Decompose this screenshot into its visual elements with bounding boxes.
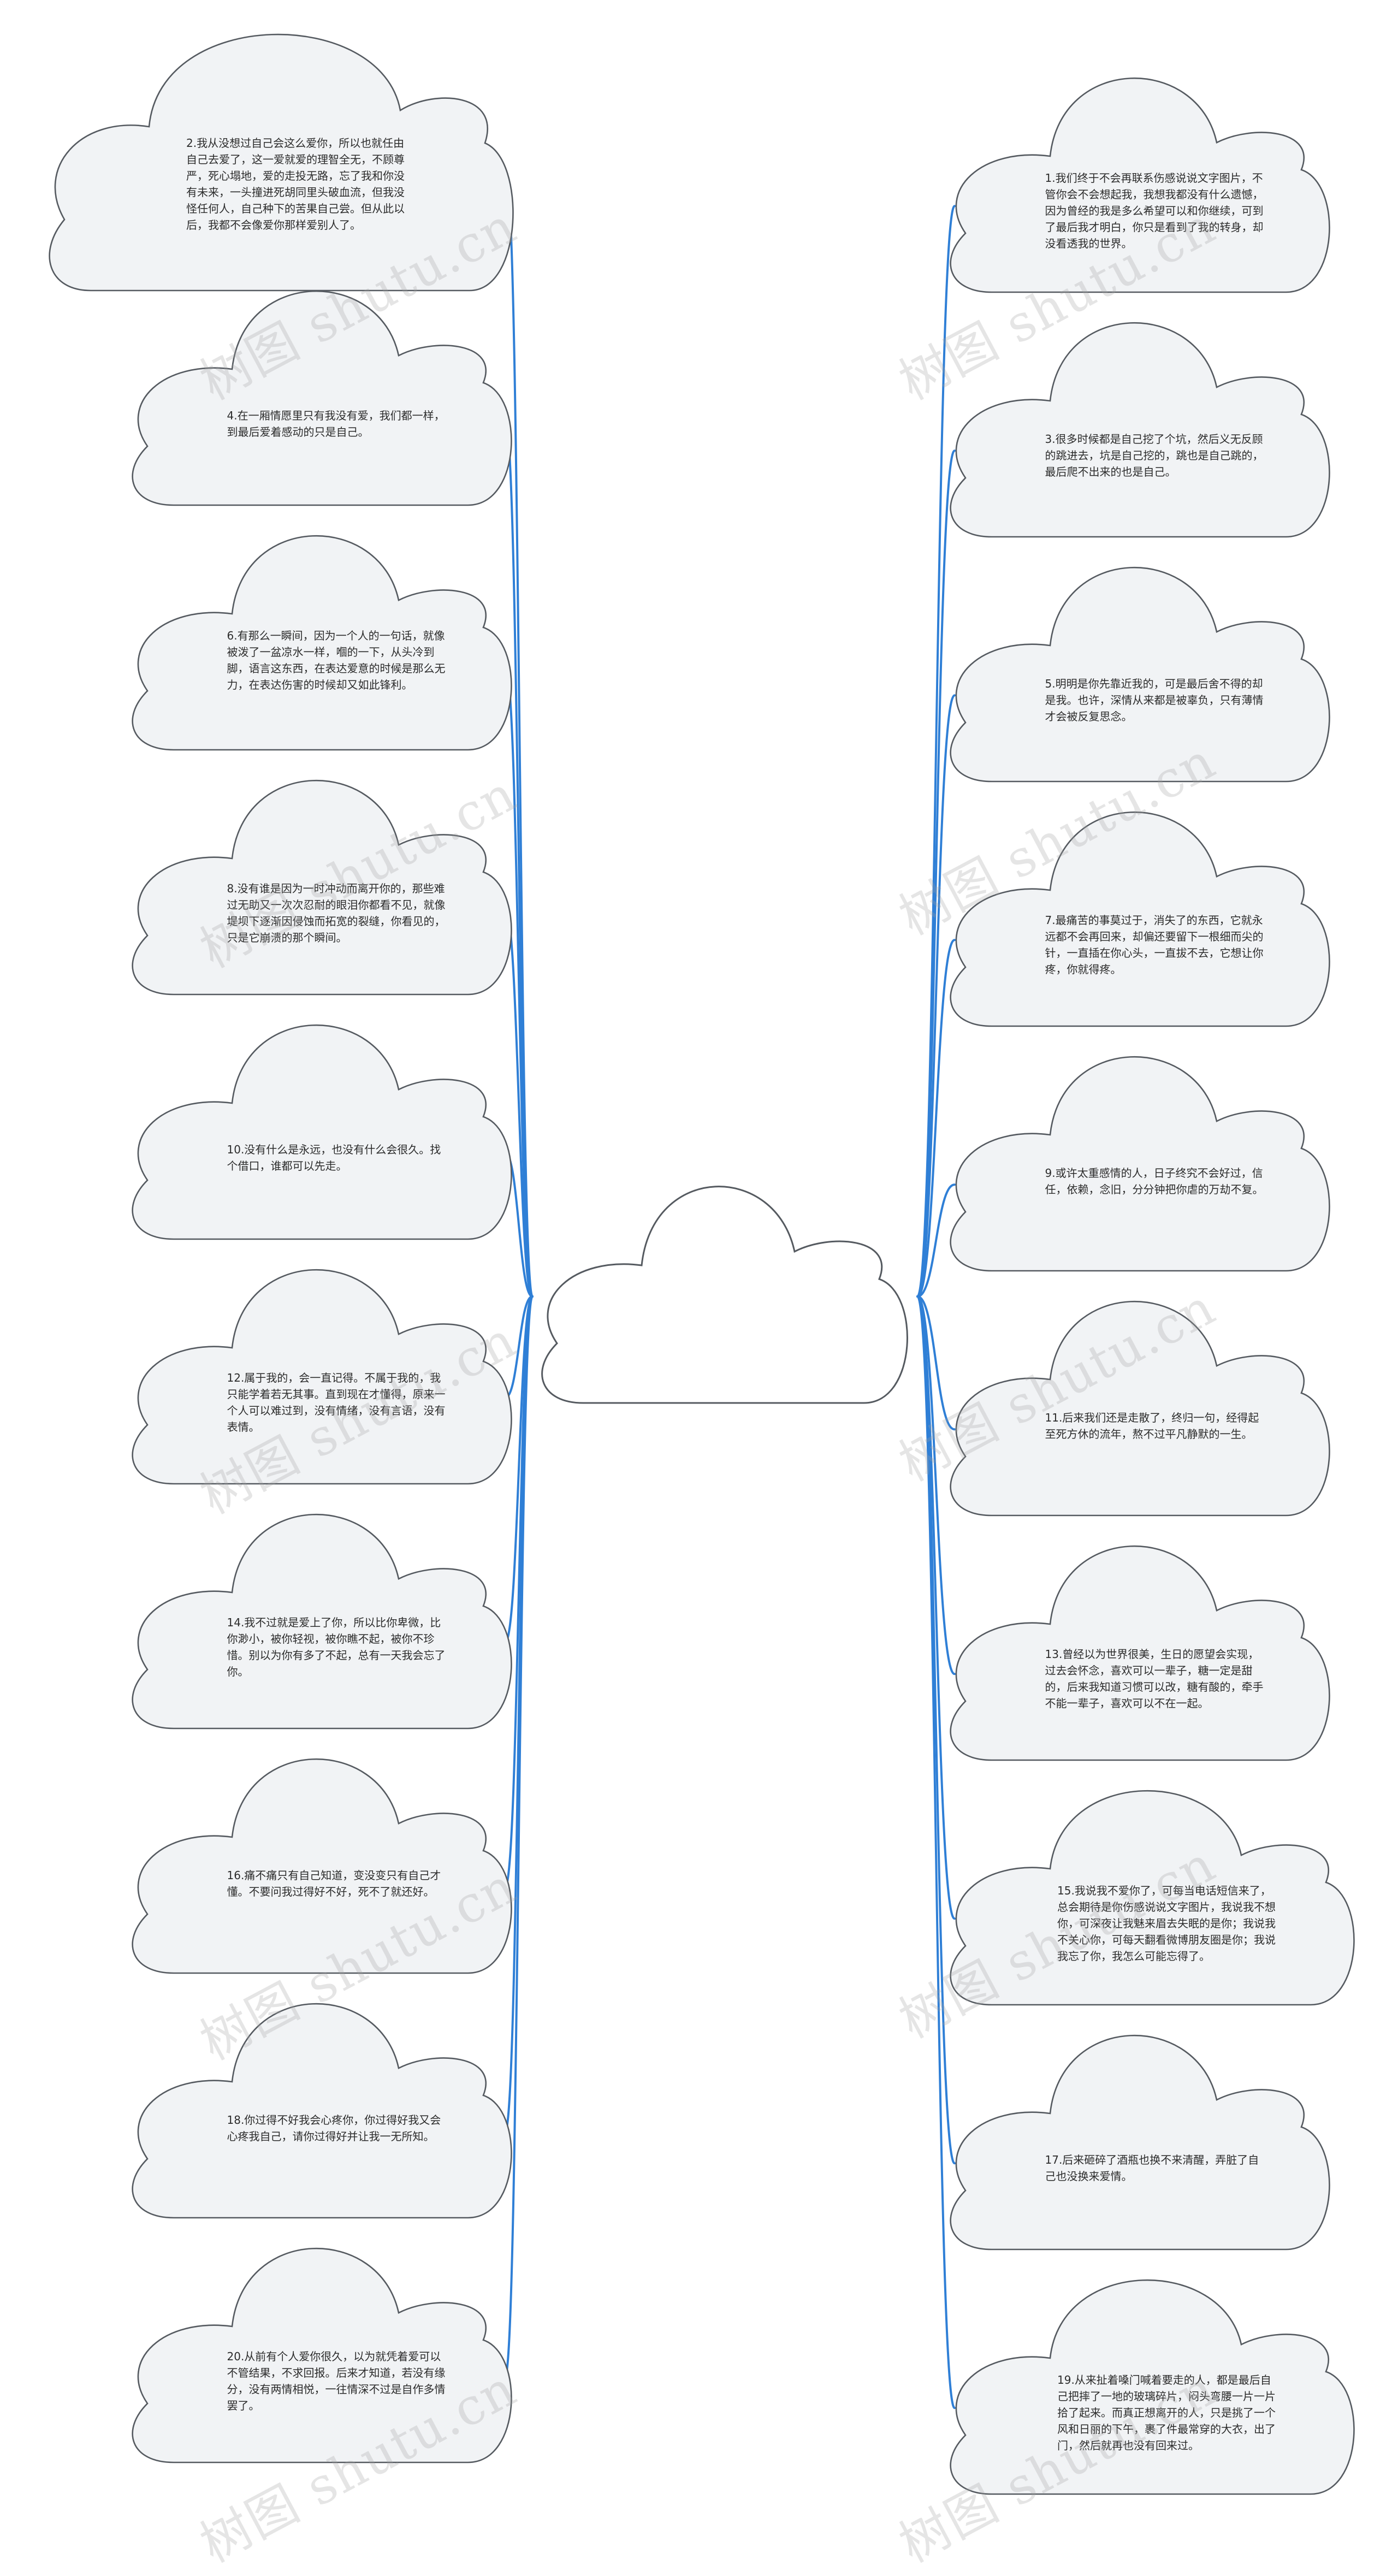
- topic-text-17: 17.后来砸碎了酒瓶也换不来清醒，弄脏了自己也没换来爱情。: [1045, 2153, 1259, 2183]
- central-topic-cloud[interactable]: [541, 1186, 908, 1404]
- topic-cloud-5[interactable]: [950, 566, 1330, 783]
- topic-cloud-13[interactable]: [950, 1545, 1330, 1761]
- topic-text-2: 2.我从没想过自己会这么爱你，所以也就任由自己去爱了，这一爱就爱的理智全无，不顾…: [186, 137, 405, 232]
- topic-text-6: 6.有那么一瞬间，因为一个人的一句话，就像被泼了一盆凉水一样，嗰的一下，从头冷到…: [227, 629, 446, 691]
- topic-text-14: 14.我不过就是爱上了你，所以比你卑微，比你渺小，被你轻视，被你瞧不起，被你不珍…: [227, 1615, 446, 1678]
- connector-11: [916, 1295, 956, 1431]
- topic-cloud-20[interactable]: [132, 2247, 512, 2464]
- topic-cloud-17[interactable]: [950, 2034, 1330, 2251]
- topic-text-12: 12.属于我的，会一直记得。不属于我的，我只能学着若无其事。直到现在才懂得，原来…: [227, 1371, 446, 1434]
- topic-cloud-4[interactable]: [132, 290, 512, 506]
- topic-text-4: 4.在一厢情愿里只有我没有爱，我们都一样，到最后爱着感动的只是自己。: [227, 408, 445, 439]
- topic-cloud-3[interactable]: [950, 322, 1330, 538]
- connector-12: [504, 1295, 534, 1399]
- topic-text-1: 1.我们终于不会再联系伤感说说文字图片，不管你会不会想起我，我想我都没有什么遗憾…: [1045, 171, 1264, 250]
- topic-text-11: 11.后来我们还是走散了，终归一句，经得起至死方休的流年，熬不过平凡静默的一生。: [1045, 1411, 1259, 1441]
- topic-text-16: 16.痛不痛只有自己知道，变没变只有自己才懂。不要问我过得好不好，死不了就还好。: [227, 1868, 441, 1898]
- topic-text-20: 20.从前有个人爱你很久，以为就凭着爱可以不管结果，不求回报。后来才知道，若没有…: [227, 2349, 446, 2412]
- topic-cloud-9[interactable]: [950, 1056, 1330, 1272]
- topic-clouds: [49, 33, 1355, 2495]
- topic-text-18: 18.你过得不好我会心疼你，你过得好我又会心疼我自己，请你过得好并让我一无所知。: [227, 2113, 441, 2143]
- connector-20: [504, 1295, 534, 2378]
- topic-cloud-19[interactable]: [950, 2279, 1355, 2495]
- topic-cloud-15[interactable]: [950, 1790, 1355, 2006]
- topic-text-10: 10.没有什么是永远，也没有什么会很久。找个借口，谁都可以先走。: [227, 1142, 441, 1172]
- connector-3: [916, 449, 956, 1298]
- topic-text-7: 7.最痛苦的事莫过于，消失了的东西，它就永远都不会再回来，却偏还要留下一根细而尖…: [1045, 913, 1264, 976]
- connector-13: [916, 1295, 956, 1675]
- topic-cloud-6[interactable]: [132, 535, 512, 751]
- connector-19: [916, 1295, 956, 2409]
- connector-9: [916, 1183, 956, 1298]
- topic-text-13: 13.曾经以为世界很美，生日的愿望会实现，过去会怀念，喜欢可以一辈子，糖一定是甜…: [1045, 1647, 1264, 1710]
- topic-text-9: 9.或许太重感情的人，日子终究不会好过，信任，依赖，念旧，分分钟把你虐的万劫不复…: [1045, 1166, 1264, 1196]
- connector-7: [916, 939, 956, 1298]
- connector-5: [916, 694, 956, 1298]
- central-topic[interactable]: [541, 1186, 908, 1404]
- topic-cloud-12[interactable]: [132, 1269, 512, 1485]
- topic-text-19: 19.从来扯着嗓门喊着要走的人，都是最后自己把摔了一地的玻璃碎片，闷头弯腰一片一…: [1057, 2373, 1276, 2452]
- topic-text-5: 5.明明是你先靠近我的，可是最后舍不得的却是我。也许，深情从来都是被辜负，只有薄…: [1045, 677, 1264, 723]
- topic-cloud-14[interactable]: [132, 1513, 512, 1730]
- topic-cloud-1[interactable]: [950, 77, 1330, 293]
- connector-lines: [504, 186, 956, 2409]
- topic-cloud-2[interactable]: [49, 33, 514, 292]
- topic-cloud-16[interactable]: [132, 1758, 512, 1974]
- topic-text-15: 15.我说我不爱你了，可每当电话短信来了，总会期待是你伤感说说文字图片，我说我不…: [1057, 1884, 1276, 1963]
- topic-cloud-10[interactable]: [132, 1024, 512, 1240]
- topic-cloud-8[interactable]: [132, 779, 512, 996]
- topic-text-3: 3.很多时候都是自己挖了个坑，然后义无反顾的跳进去，坑是自己挖的，跳也是自己跳的…: [1045, 432, 1264, 478]
- topic-cloud-18[interactable]: [132, 2003, 512, 2219]
- topic-cloud-11[interactable]: [950, 1300, 1330, 1517]
- topic-text-8: 8.没有谁是因为一时冲动而离开你的，那些难过无助又一次次忍耐的眼泪你都看不见，就…: [227, 881, 446, 944]
- topic-cloud-7[interactable]: [950, 811, 1330, 1027]
